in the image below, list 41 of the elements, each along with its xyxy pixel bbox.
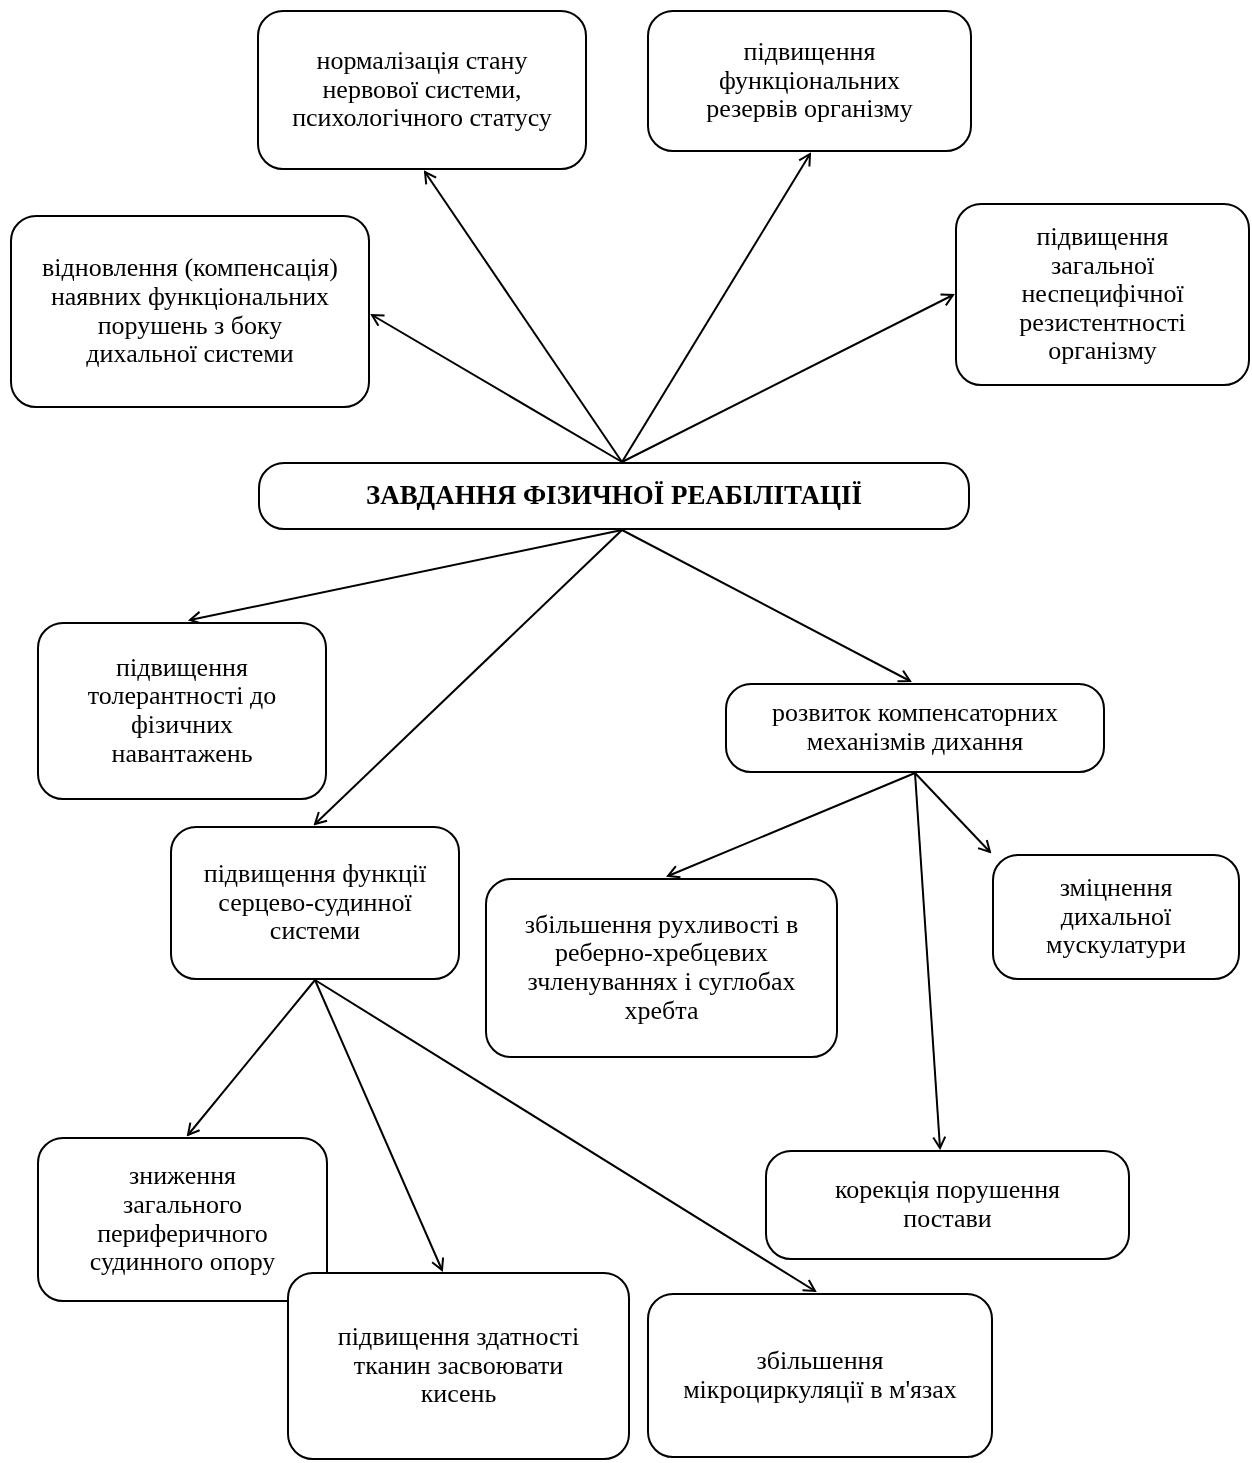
task-box [647, 10, 972, 152]
task-text: підвищення здатності тканин засвоювати кисень [336, 1323, 581, 1409]
task-text: розвиток компенсаторних механізмів дихання [771, 699, 1059, 757]
arrow [189, 529, 623, 625]
arrow [667, 772, 916, 879]
task-box [955, 203, 1250, 386]
heading-text: ЗАВДАННЯ ФІЗИЧНОЇ РЕАБІЛІТАЦІЇ [365, 479, 863, 513]
arrow [314, 979, 816, 1292]
task-text: нормалізація стану нервової системи, психологічного статусу [291, 47, 553, 133]
task-box [37, 1137, 328, 1302]
task-box [765, 1150, 1130, 1260]
task-box [725, 683, 1105, 773]
task-box [37, 622, 327, 800]
arrow [914, 772, 947, 1149]
arrow [424, 171, 623, 463]
task-text: зміцнення дихальної мускулатури [1045, 874, 1187, 960]
task-text: підвищення функціональних резервів організму [705, 38, 914, 124]
task-text: збільшення рухливості в реберно-хребцевих зчленуваннях і суглобах хребта [523, 910, 800, 1026]
task-box [485, 878, 838, 1058]
arrow [914, 772, 991, 853]
task-text: корекція порушення постави [834, 1176, 1061, 1234]
arrow [187, 979, 316, 1136]
arrow [621, 293, 954, 463]
arrow [621, 529, 911, 683]
task-text: підвищення загальної неспецифічної резистентності організму [1018, 223, 1187, 366]
title-box [258, 462, 970, 530]
task-box [647, 1293, 993, 1458]
task-text: відновлення (компенсація) наявних функціональних порушень з боку дихальної системи [41, 254, 339, 369]
task-box [257, 10, 587, 170]
arrow [314, 979, 445, 1271]
task-box [287, 1272, 630, 1460]
task-box [170, 826, 460, 980]
task-box [10, 215, 370, 408]
arrow [621, 153, 811, 463]
task-box [992, 854, 1240, 980]
task-text: зниження загального периферичного судинного опору [88, 1162, 277, 1277]
arrow [314, 529, 623, 825]
task-text: підвищення толерантності до фізичних навантажень [86, 653, 278, 769]
task-text: підвищення функції серцево-судинної системи [202, 860, 428, 946]
arrow [371, 314, 623, 463]
task-text: збільшення мікроциркуляції в м'язах [682, 1346, 958, 1405]
